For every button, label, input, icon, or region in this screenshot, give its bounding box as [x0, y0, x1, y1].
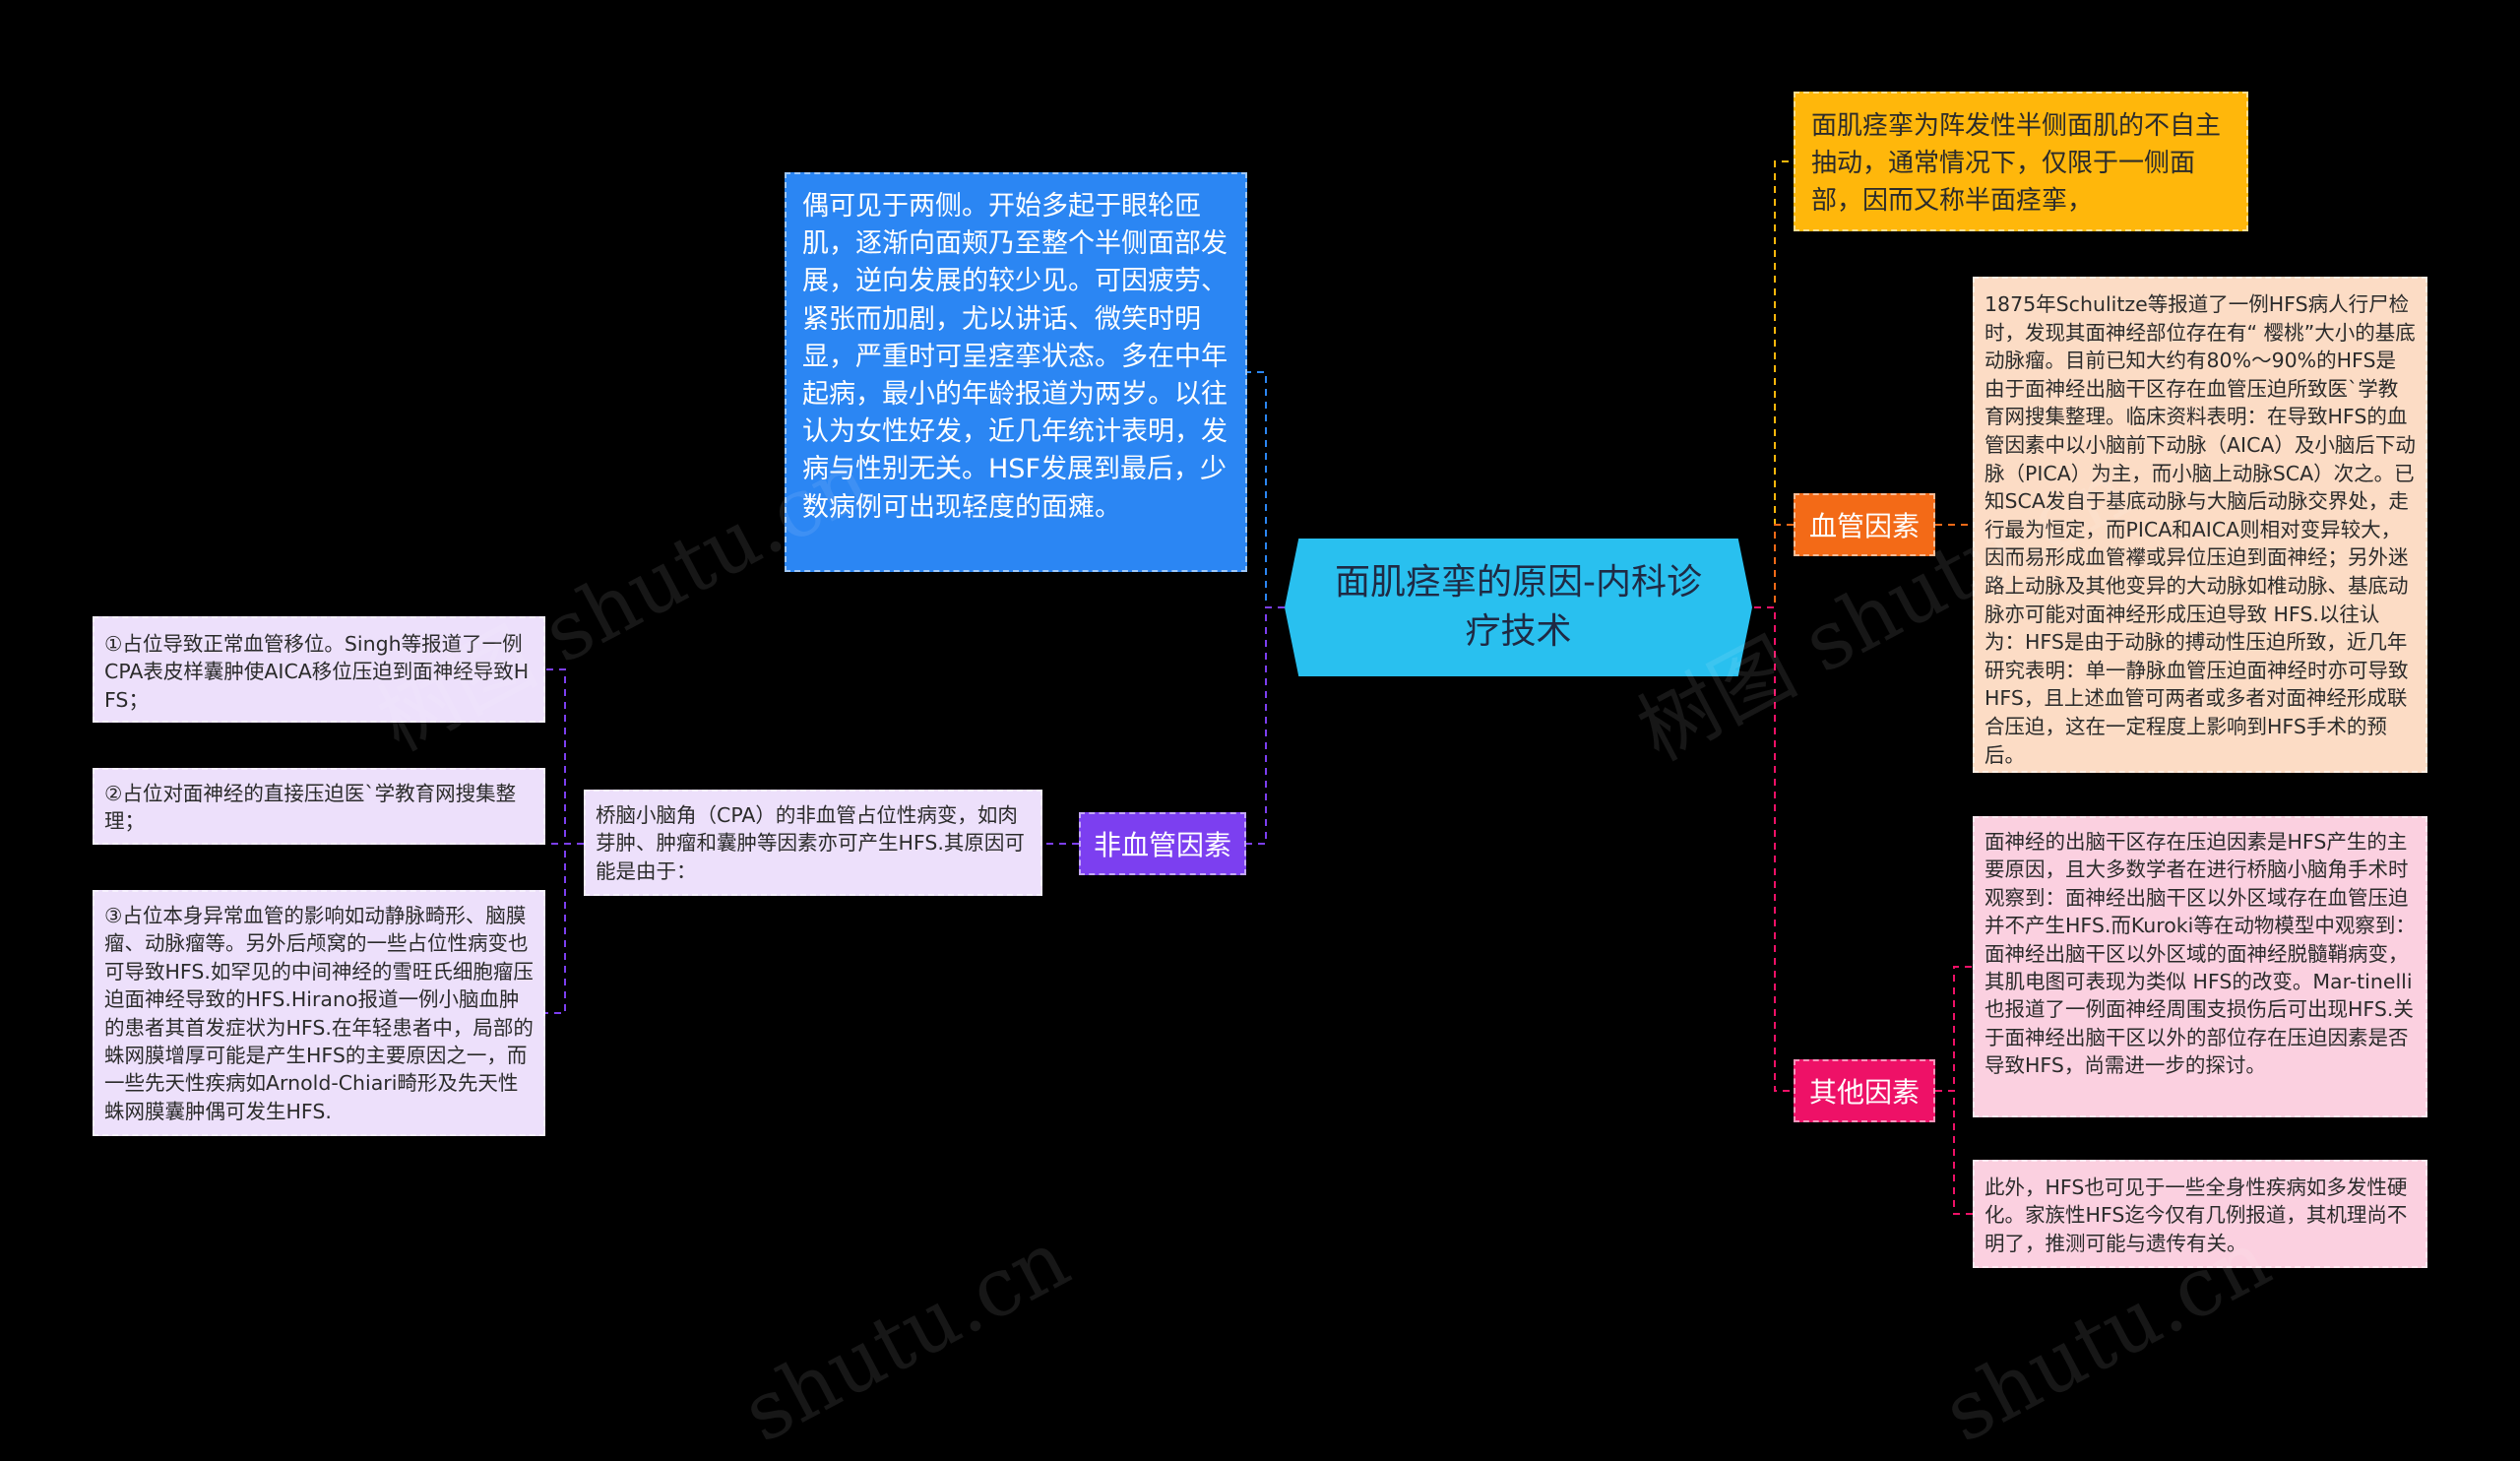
non-vascular-factor-node[interactable]: 非血管因素 — [1079, 812, 1246, 875]
blood-vessel-factor-label: 血管因素 — [1808, 510, 1920, 542]
link-intro — [1754, 160, 1794, 608]
other-detail-node-2[interactable]: 此外，HFS也可见于一些全身性疾病如多发性硬化。家族性HFS迄今仅有几例报道，其… — [1973, 1160, 2427, 1268]
clinical-features-text: 偶可见于两侧。开始多起于眼轮匝肌，逐渐向面颊乃至整个半侧面部发展，逆向发展的较少… — [802, 191, 1228, 523]
link-other — [1754, 606, 1794, 1092]
central-topic-label: 面肌痉挛的原因-内科诊疗技术 — [1335, 562, 1702, 652]
link-other-detail1 — [1935, 966, 1973, 1092]
blood-vessel-detail-node[interactable]: 1875年Schulitze等报道了一例HFS病人行尸检时，发现其面神经部位存在… — [1973, 277, 2427, 773]
link-item3 — [545, 843, 584, 1014]
non-vascular-item-1[interactable]: ①占位导致正常血管移位。Singh等报道了一例CPA表皮样囊肿使AICA移位压迫… — [93, 616, 545, 723]
mindmap-canvas: 面肌痉挛的原因-内科诊疗技术 面肌痉挛为阵发性半侧面肌的不自主抽动，通常情况下，… — [93, 92, 2427, 1461]
clinical-features-node[interactable]: 偶可见于两侧。开始多起于眼轮匝肌，逐渐向面颊乃至整个半侧面部发展，逆向发展的较少… — [785, 172, 1247, 572]
link-other-detail2 — [1935, 1090, 1973, 1215]
central-topic[interactable]: 面肌痉挛的原因-内科诊疗技术 — [1285, 539, 1752, 676]
non-vascular-item-3-text: ③占位本身异常血管的影响如动静脉畸形、脑膜瘤、动脉瘤等。另外后颅窝的一些占位性病… — [104, 904, 534, 1123]
link-blood — [1754, 524, 1794, 608]
other-factor-label: 其他因素 — [1808, 1076, 1920, 1109]
blood-vessel-factor-node[interactable]: 血管因素 — [1794, 493, 1935, 556]
connector-lines — [545, 160, 1973, 1215]
link-nonvascular — [1246, 606, 1285, 845]
non-vascular-detail-node[interactable]: 桥脑小脑角（CPA）的非血管占位性病变，如肉芽肿、肿瘤和囊肿等因素亦可产生HFS… — [584, 790, 1042, 896]
non-vascular-item-3[interactable]: ③占位本身异常血管的影响如动静脉畸形、脑膜瘤、动脉瘤等。另外后颅窝的一些占位性病… — [93, 890, 545, 1136]
other-detail-text-1: 面神经的出脑干区存在压迫因素是HFS产生的主要原因，且大多数学者在进行桥脑小脑角… — [1984, 830, 2416, 1078]
other-detail-node-1[interactable]: 面神经的出脑干区存在压迫因素是HFS产生的主要原因，且大多数学者在进行桥脑小脑角… — [1973, 816, 2427, 1117]
intro-node[interactable]: 面肌痉挛为阵发性半侧面肌的不自主抽动，通常情况下，仅限于一侧面部，因而又称半面痉… — [1794, 92, 2248, 231]
non-vascular-factor-label: 非血管因素 — [1093, 829, 1231, 861]
other-detail-text-2: 此外，HFS也可见于一些全身性疾病如多发性硬化。家族性HFS迄今仅有几例报道，其… — [1984, 1175, 2408, 1255]
non-vascular-detail-text: 桥脑小脑角（CPA）的非血管占位性病变，如肉芽肿、肿瘤和囊肿等因素亦可产生HFS… — [596, 803, 1025, 883]
link-item1 — [545, 668, 584, 845]
non-vascular-item-1-text: ①占位导致正常血管移位。Singh等报道了一例CPA表皮样囊肿使AICA移位压迫… — [104, 632, 530, 712]
link-clinical — [1247, 371, 1285, 608]
non-vascular-item-2-text: ②占位对面神经的直接压迫医`学教育网搜集整理； — [104, 782, 517, 834]
blood-vessel-detail-text: 1875年Schulitze等报道了一例HFS病人行尸检时，发现其面神经部位存在… — [1984, 292, 2416, 767]
intro-text: 面肌痉挛为阵发性半侧面肌的不自主抽动，通常情况下，仅限于一侧面部，因而又称半面痉… — [1811, 111, 2222, 216]
other-factor-node[interactable]: 其他因素 — [1794, 1059, 1935, 1122]
non-vascular-item-2[interactable]: ②占位对面神经的直接压迫医`学教育网搜集整理； — [93, 768, 545, 845]
